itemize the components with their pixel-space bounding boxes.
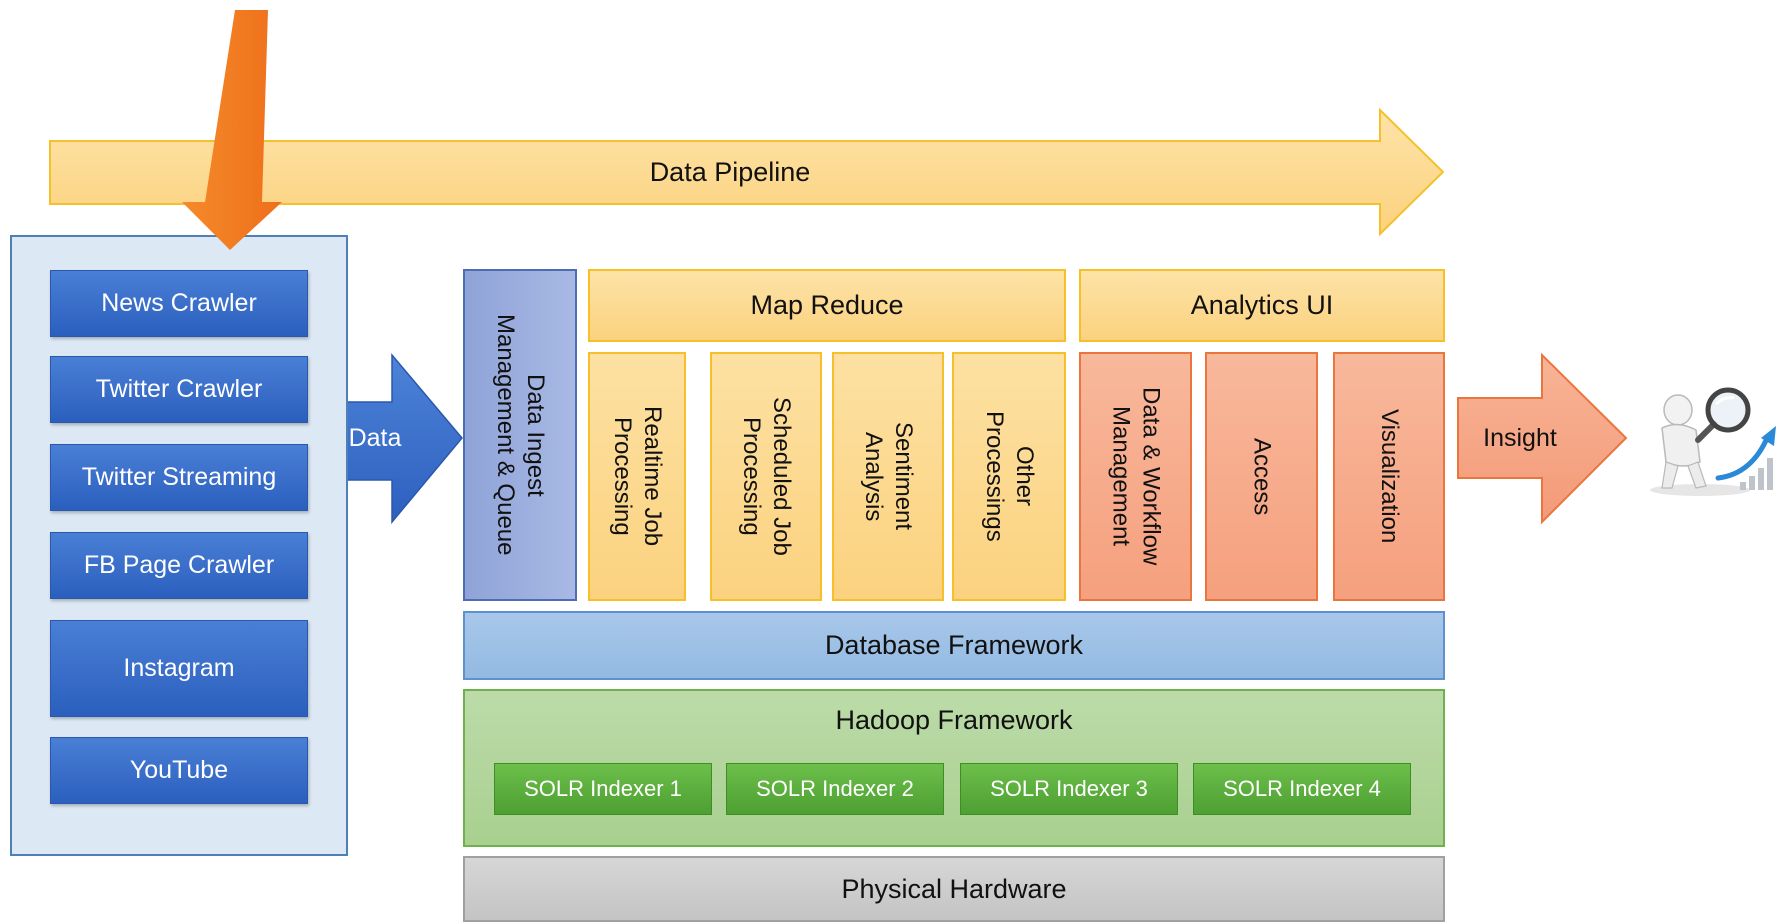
realtime-job-processing-box: Realtime Job Processing — [588, 352, 686, 601]
sentiment-analysis-label: Sentiment Analysis — [860, 422, 917, 531]
access-label: Access — [1248, 437, 1276, 516]
data-ingest-column: Data Ingest Management & Queue — [463, 269, 577, 601]
analytics-ui-header: Analytics UI — [1079, 269, 1445, 342]
realtime-job-processing-label: Realtime Job Processing — [609, 406, 666, 547]
other-processings-label: Other Processings — [981, 411, 1038, 542]
sentiment-analysis-box: Sentiment Analysis — [832, 352, 944, 601]
twitter-streaming-box: Twitter Streaming — [50, 444, 308, 511]
twitter-crawler-box: Twitter Crawler — [50, 356, 308, 423]
solr-indexer-3-box: SOLR Indexer 3 — [960, 763, 1178, 815]
insight-magnifier-icon — [1650, 387, 1776, 496]
solr-indexer-1-box: SOLR Indexer 1 — [494, 763, 712, 815]
news-crawler-box: News Crawler — [50, 270, 308, 337]
visualization-label: Visualization — [1376, 409, 1403, 544]
database-framework-box: Database Framework — [463, 611, 1445, 680]
data-arrow-label: Data — [348, 423, 402, 452]
data-pipeline-label: Data Pipeline — [649, 156, 811, 187]
data-workflow-management-box: Data & Workflow Management — [1079, 352, 1192, 601]
solr-indexer-4-box: SOLR Indexer 4 — [1193, 763, 1411, 815]
scheduled-job-processing-box: Scheduled Job Processing — [710, 352, 822, 601]
solr-indexer-2-box: SOLR Indexer 2 — [726, 763, 944, 815]
fb-page-crawler-box: FB Page Crawler — [50, 532, 308, 599]
visualization-box: Visualization — [1333, 352, 1445, 601]
scheduled-job-processing-label: Scheduled Job Processing — [738, 397, 795, 556]
insight-arrow-shape — [1457, 352, 1628, 525]
instagram-box: Instagram — [50, 620, 308, 717]
map-reduce-header: Map Reduce — [588, 269, 1066, 342]
access-box: Access — [1205, 352, 1318, 601]
insight-arrow-label: Insight — [1483, 423, 1557, 452]
data-ingest-label: Data Ingest Management & Queue — [492, 314, 549, 556]
hadoop-framework-label: Hadoop Framework — [835, 704, 1073, 735]
data-workflow-management-label: Data & Workflow Management — [1107, 387, 1165, 566]
youtube-box: YouTube — [50, 737, 308, 804]
other-processings-box: Other Processings — [952, 352, 1066, 601]
physical-hardware-box: Physical Hardware — [463, 856, 1445, 922]
